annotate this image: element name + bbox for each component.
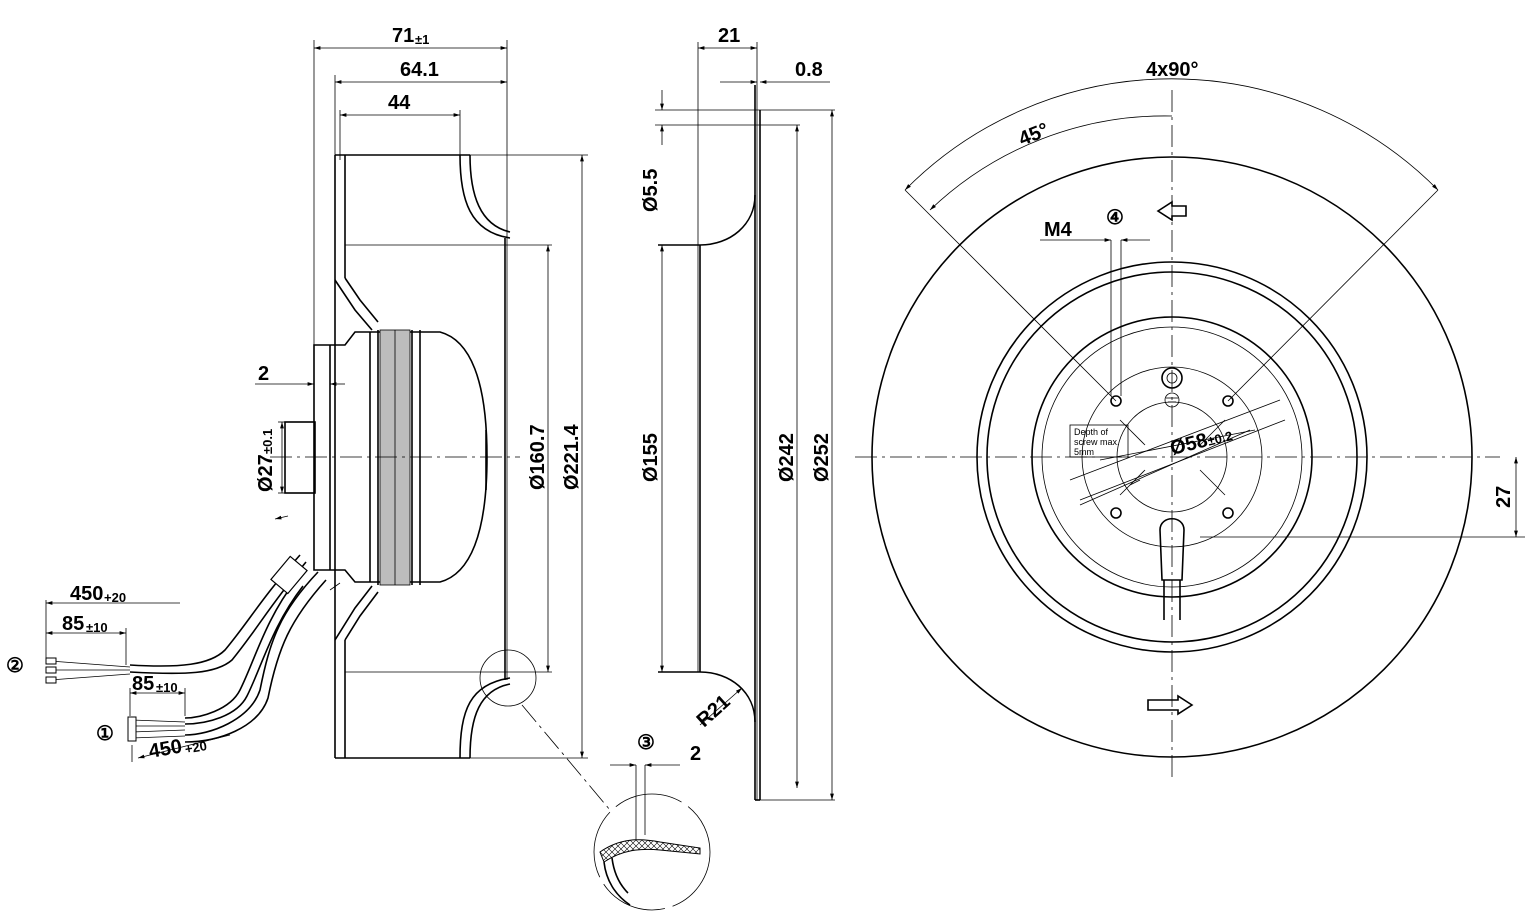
detail-labels: ③ 2 [637, 732, 701, 765]
rotation-arrow-icon [1147, 200, 1194, 716]
front-view [855, 78, 1525, 780]
section-labels: 21 0.8 Ø5.5 Ø155 R21 Ø242 Ø252 [640, 25, 833, 732]
side-view [45, 40, 611, 811]
front-labels: 4x90° 45° M4 ④ Ø58 ±0.2 27 Depth of scre… [1016, 59, 1515, 508]
detail-thickness: 2 [690, 743, 701, 765]
lead-1-length: 450 [147, 735, 184, 762]
dim-width-21: 21 [718, 25, 740, 47]
lead-2-length: 450 [70, 583, 103, 605]
marker-4: ④ [1106, 207, 1124, 229]
dim-shaft-offset: 2 [258, 363, 269, 385]
note-line-3: 5mm [1074, 447, 1094, 457]
dim-outer-diameter: Ø221.4 [561, 424, 583, 490]
detail-marker-3: ③ [637, 732, 655, 754]
dim-radius-21: R21 [693, 691, 735, 732]
marker-1: ① [96, 723, 114, 745]
lead-2-strip: 85 [62, 613, 84, 635]
ground-symbol-icon [1161, 367, 1183, 408]
lead-1-length-tol: +20 [184, 738, 208, 757]
dim-depth-64: 64.1 [400, 59, 439, 81]
dim-depth-44: 44 [388, 92, 411, 114]
lead-2-strip-tol: ±10 [86, 620, 108, 635]
angle-4x90: 4x90° [1146, 59, 1199, 81]
bolt-circle-tol: ±0.2 [1206, 428, 1234, 449]
dim-inner-155: Ø155 [640, 433, 662, 482]
marker-2: ② [6, 655, 24, 677]
detail-view [593, 763, 711, 911]
dim-overall-depth: 71 [392, 25, 414, 47]
offset-27: 27 [1493, 486, 1515, 508]
bolt-circle-diameter: Ø58 [1168, 429, 1210, 459]
dim-hub-diameter: Ø27 [255, 454, 277, 492]
bolt-holes [1110, 395, 1234, 519]
note-line-2: screw max. [1074, 437, 1120, 447]
lead-1-strip-tol: ±10 [156, 680, 178, 695]
dim-hole-55: Ø5.5 [640, 169, 662, 212]
dim-inlet-diameter: Ø160.7 [527, 424, 549, 490]
dim-dia-242: Ø242 [776, 433, 798, 482]
section-view [655, 42, 835, 801]
note-line-1: Depth of [1074, 427, 1109, 437]
lead-1-strip: 85 [132, 673, 154, 695]
dim-hub-diameter-tol: ±0.1 [260, 429, 275, 454]
angle-45: 45° [1016, 119, 1052, 151]
lead-2-length-tol: +20 [104, 590, 126, 605]
dim-lip-08: 0.8 [795, 59, 823, 81]
dim-dia-252: Ø252 [811, 433, 833, 482]
thread-m4: M4 [1044, 219, 1073, 241]
dim-overall-depth-tol: ±1 [415, 32, 429, 47]
